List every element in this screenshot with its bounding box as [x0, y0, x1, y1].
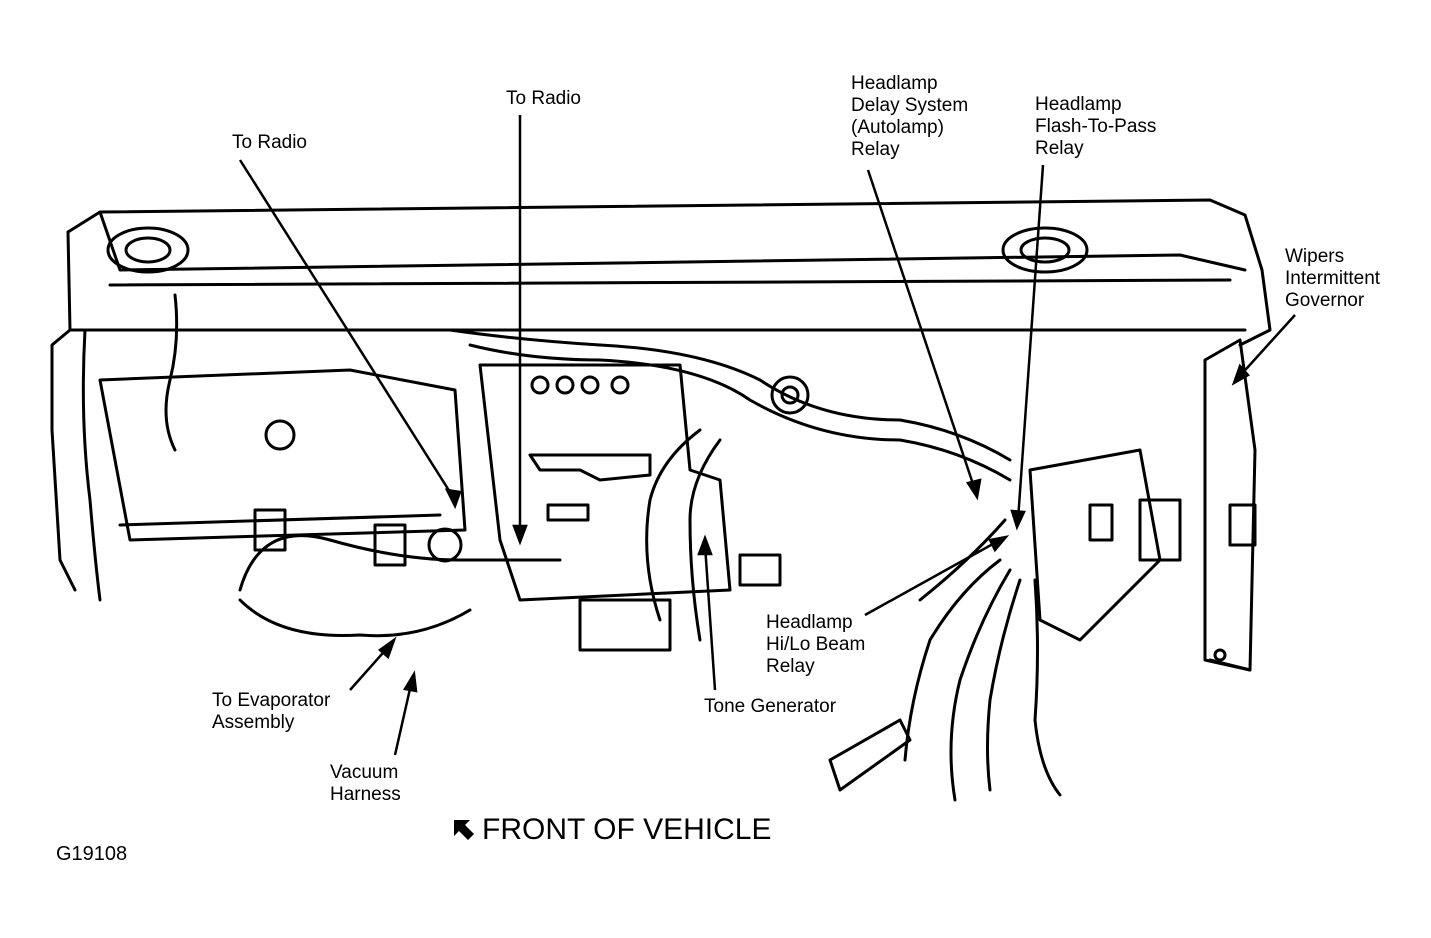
leader-headlamp-hilo	[864, 538, 1001, 617]
label-wipers-governor: Wipers Intermittent Governor	[1285, 246, 1381, 311]
arrow-up-left-icon	[454, 820, 474, 840]
label-headlamp-delay-relay: Headlamp Delay System (Autolamp) Relay	[851, 73, 969, 160]
label-to-radio-center: To Radio	[506, 88, 581, 109]
label-vacuum-harness: Vacuum Harness	[330, 762, 401, 805]
leader-wipers	[1237, 314, 1296, 379]
leader-vacuum-harness	[393, 679, 414, 756]
left-speaker	[106, 226, 190, 274]
right-housing	[1203, 338, 1257, 672]
front-of-vehicle-indicator: FRONT OF VEHICLE	[452, 812, 771, 848]
dash-top-panel	[66, 198, 1272, 347]
glove-box	[98, 368, 467, 542]
front-of-vehicle-text: FRONT OF VEHICLE	[482, 813, 772, 846]
relay-board	[1028, 448, 1162, 642]
wire-harness-center	[448, 328, 1012, 462]
wire-harness-left	[164, 293, 179, 452]
leader-tone-generator	[703, 544, 717, 691]
label-headlamp-flash-relay: Headlamp Flash-To-Pass Relay	[1035, 94, 1157, 159]
label-to-radio-left: To Radio	[232, 132, 307, 153]
cable-bundle-right	[903, 558, 1002, 762]
center-console	[478, 363, 732, 602]
right-speaker	[1001, 226, 1089, 274]
figure-code: G19108	[56, 843, 128, 865]
leader-to-radio-left	[238, 159, 457, 501]
label-headlamp-hilo-relay: Headlamp Hi/Lo Beam Relay	[766, 612, 866, 677]
label-tone-generator: Tone Generator	[704, 696, 837, 717]
label-to-evaporator: To Evaporator Assembly	[212, 690, 331, 733]
leader-headlamp-flash	[1016, 164, 1045, 521]
leader-headlamp-delay	[866, 169, 977, 491]
